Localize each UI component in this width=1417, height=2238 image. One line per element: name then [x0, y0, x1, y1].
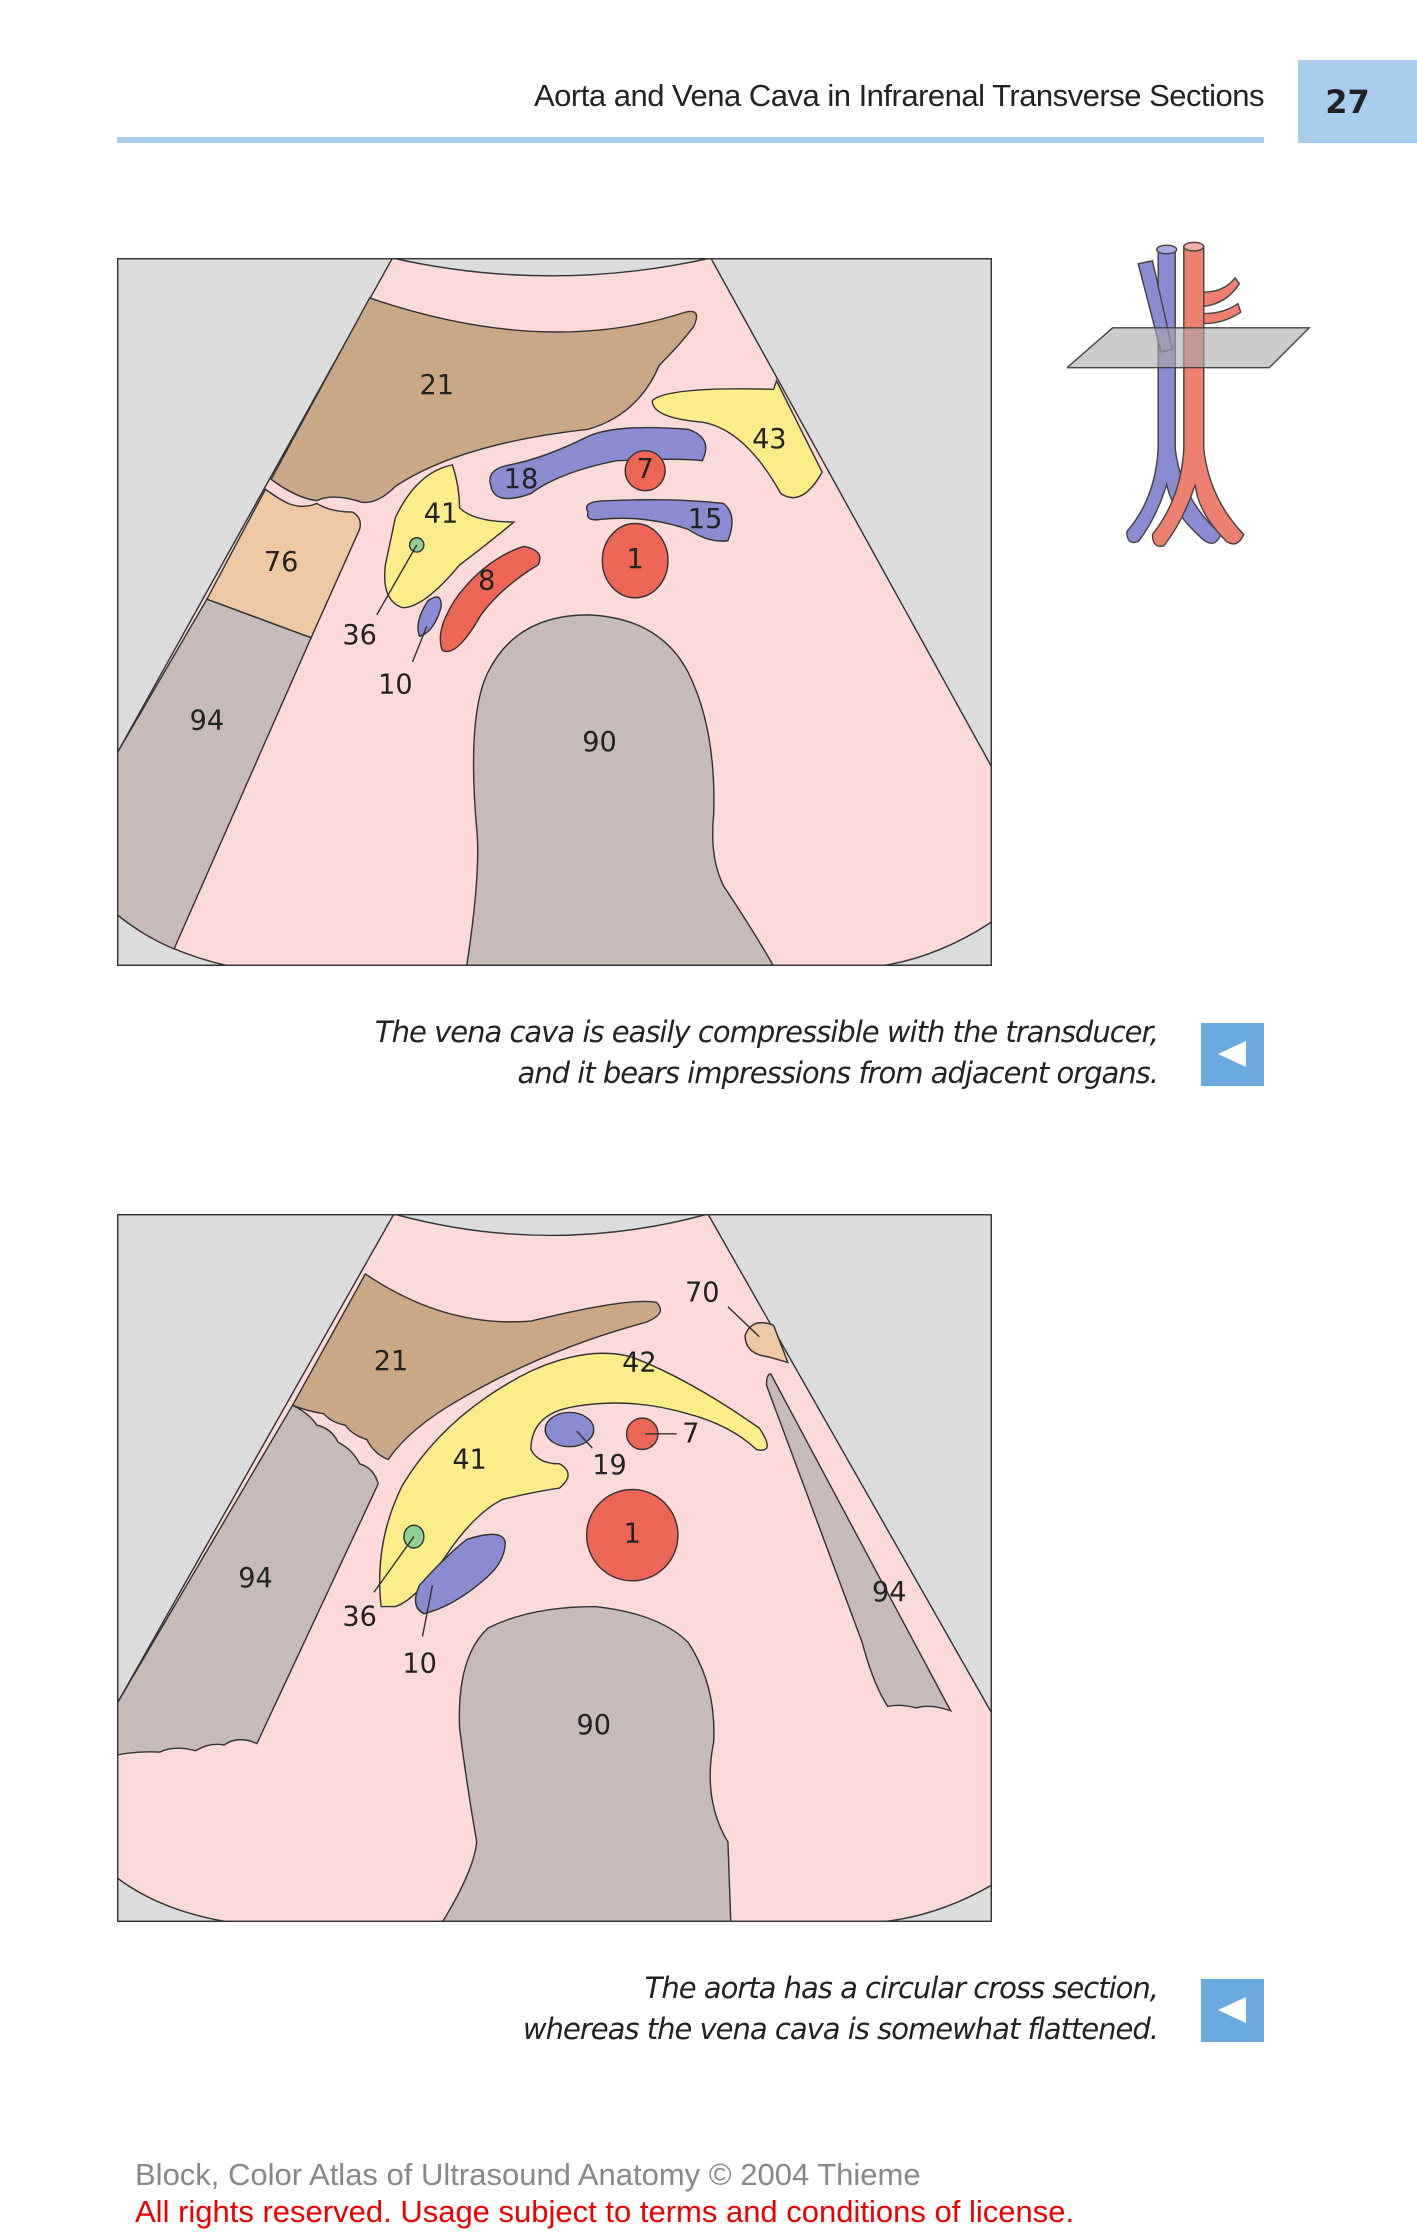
header-rule — [117, 137, 1264, 143]
aorta-1 — [585, 1488, 679, 1582]
triangle-left-icon — [1218, 1997, 1246, 2023]
section-plane-icon — [1065, 327, 1311, 369]
license-notice: All rights reserved. Usage subject to te… — [135, 2194, 1075, 2229]
ultrasound-diagram-1: 21 43 18 7 15 41 1 76 8 36 10 94 90 — [117, 258, 992, 966]
frame — [117, 1214, 992, 1922]
artery-branch-icon — [1203, 276, 1242, 325]
region-43 — [651, 378, 823, 499]
caption-line: whereas the vena cava is somewhat flatte… — [522, 2012, 1159, 2046]
label-21: 21 — [419, 370, 453, 401]
label-76: 76 — [264, 547, 299, 578]
figure-2-caption: The aorta has a circular cross section, … — [522, 1968, 1159, 2050]
label-10: 10 — [402, 1649, 436, 1680]
label-7: 7 — [637, 454, 654, 485]
caption-line: The aorta has a circular cross section, — [644, 1971, 1159, 2005]
page-header-title: Aorta and Vena Cava in Infrarenal Transv… — [534, 78, 1265, 113]
label-94-left: 94 — [238, 1563, 273, 1594]
label-36: 36 — [342, 620, 377, 651]
region-94-right — [765, 1373, 953, 1713]
vessel-orientation-illustration — [1065, 235, 1312, 560]
label-90: 90 — [582, 727, 617, 758]
region-94-left — [117, 1404, 379, 1756]
leader-10 — [411, 626, 428, 663]
label-18: 18 — [504, 464, 539, 495]
vena-cava-10 — [414, 1533, 506, 1615]
region-21-liver — [270, 297, 698, 504]
label-94-right: 94 — [872, 1577, 907, 1608]
leader-10 — [421, 1584, 434, 1637]
frame — [117, 258, 992, 966]
vessel-10 — [417, 596, 442, 638]
back-arrow-button[interactable] — [1201, 1023, 1264, 1086]
copyright-notice: Block, Color Atlas of Ultrasound Anatomy… — [135, 2157, 921, 2192]
label-7: 7 — [682, 1419, 699, 1450]
region-76 — [205, 488, 361, 639]
page-number: 27 — [1298, 60, 1417, 143]
label-94: 94 — [190, 705, 225, 736]
vessel-19 — [544, 1411, 595, 1448]
label-41: 41 — [452, 1444, 487, 1475]
label-19: 19 — [592, 1450, 627, 1481]
label-42: 42 — [622, 1347, 657, 1378]
aorta-1 — [601, 522, 669, 599]
region-90-spine — [441, 1605, 732, 1922]
vessel-8 — [439, 545, 541, 653]
triangle-left-icon — [1218, 1041, 1246, 1067]
caption-line: The vena cava is easily compressible wit… — [374, 1015, 1159, 1049]
label-41: 41 — [424, 498, 459, 529]
label-36: 36 — [342, 1601, 377, 1632]
region-21-liver — [291, 1272, 662, 1461]
label-1: 1 — [624, 1519, 641, 1550]
vein-lumen-icon — [1156, 244, 1178, 255]
leader-19 — [576, 1430, 593, 1449]
vena-cava-icon — [1126, 248, 1222, 544]
label-90: 90 — [577, 1710, 612, 1741]
ultrasound-diagram-2: 70 21 42 41 19 7 1 36 10 94 94 90 — [117, 1214, 992, 1922]
label-21: 21 — [374, 1346, 408, 1377]
structure-36 — [403, 1524, 425, 1549]
region-41 — [383, 464, 516, 609]
region-94 — [117, 598, 313, 950]
back-arrow-button[interactable] — [1201, 1979, 1264, 2042]
aorta-icon — [1151, 245, 1245, 547]
label-1: 1 — [627, 544, 644, 575]
label-10: 10 — [378, 670, 413, 701]
region-90-spine — [465, 614, 775, 966]
region-41-42 — [378, 1352, 768, 1608]
label-70: 70 — [685, 1277, 720, 1308]
leader-70 — [727, 1306, 760, 1338]
caption-line: and it bears impressions from adjacent o… — [517, 1056, 1159, 1090]
label-15: 15 — [688, 504, 723, 535]
label-8: 8 — [478, 566, 495, 597]
label-43: 43 — [752, 424, 787, 455]
vessel-18 — [489, 426, 707, 500]
leader-36 — [376, 544, 418, 616]
figure-1-caption: The vena cava is easily compressible wit… — [374, 1012, 1159, 1094]
vessel-7 — [624, 449, 666, 492]
vessel-15 — [585, 499, 733, 542]
leader-36 — [373, 1536, 415, 1593]
artery-lumen-icon — [1183, 241, 1205, 252]
